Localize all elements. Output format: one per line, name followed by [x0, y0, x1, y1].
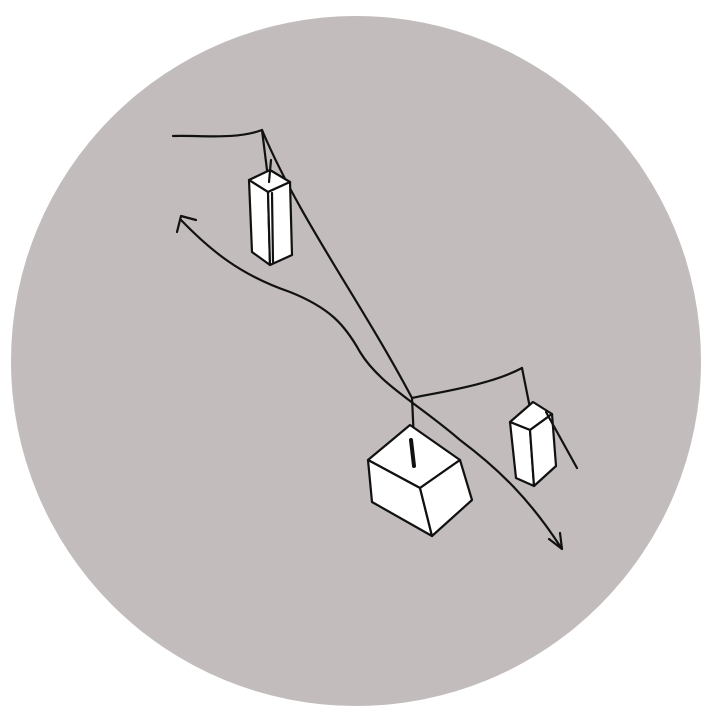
tall-box-upper-left [247, 158, 294, 267]
double-headed-arrow-icon [175, 214, 564, 551]
hanger-line-upper [260, 128, 270, 180]
tall-box-right [508, 400, 579, 488]
suspension-line [171, 128, 524, 400]
hanger-line-right [520, 366, 532, 410]
cube-center [366, 423, 474, 538]
circle-background [11, 16, 701, 706]
